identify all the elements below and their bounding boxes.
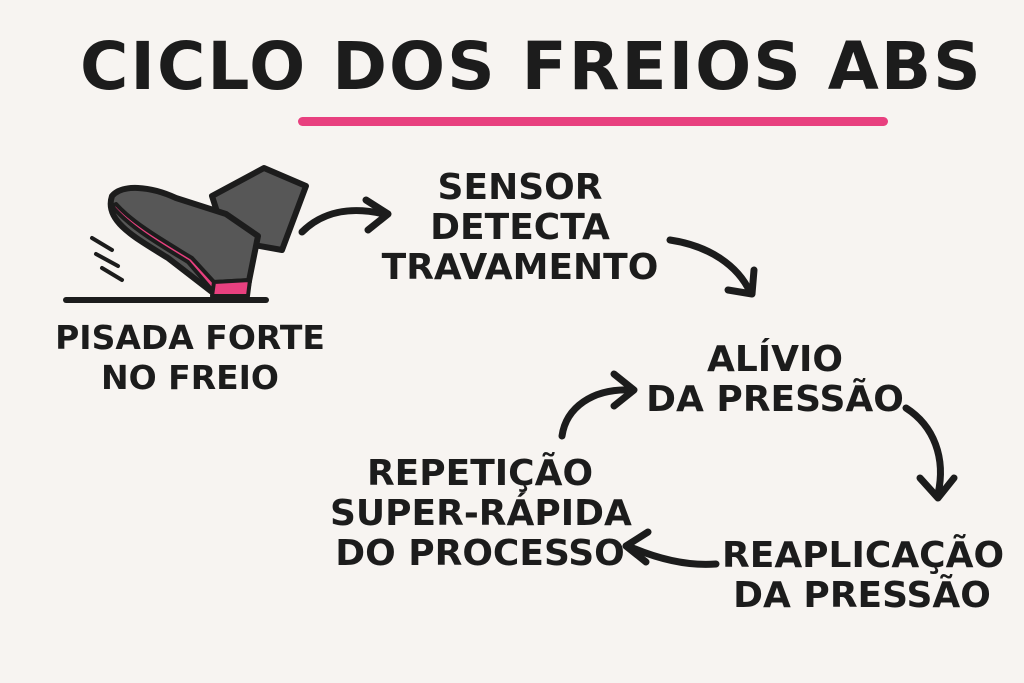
step-line: NO FREIO <box>101 358 279 397</box>
step-line: DETECTA <box>430 207 610 248</box>
step-line: ALÍVIO <box>706 339 844 380</box>
step-line: DA PRESSÃO <box>733 575 991 616</box>
step-sensor-detecta: SENSOR DETECTA TRAVAMENTO <box>380 168 660 288</box>
step-line: SENSOR <box>437 167 603 208</box>
step-line: DA PRESSÃO <box>646 379 904 420</box>
step-line: DO PROCESSO <box>335 533 625 574</box>
step-line: SUPER-RÁPIDA <box>330 493 632 534</box>
step-pisada-forte: PISADA FORTE NO FREIO <box>40 318 340 398</box>
step-line: REPETIÇÃO <box>366 453 594 494</box>
arrow-5-to-3 <box>558 370 638 440</box>
motion-lines <box>90 236 124 282</box>
step-line: REAPLICAÇÃO <box>722 535 1005 576</box>
arrow-2-to-3 <box>666 236 758 298</box>
title-underline <box>298 117 888 126</box>
step-repeticao-processo: REPETIÇÃO SUPER-RÁPIDA DO PROCESSO <box>330 453 632 574</box>
shoe-heel <box>210 278 252 298</box>
step-reaplicacao-pressao: REAPLICAÇÃO DA PRESSÃO <box>722 535 1005 616</box>
step-line: PISADA FORTE <box>55 318 325 357</box>
step-line: TRAVAMENTO <box>381 247 659 288</box>
arrow-3-to-4 <box>902 404 958 502</box>
arrow-4-to-5 <box>622 528 720 568</box>
arrow-1-to-2 <box>298 196 392 236</box>
shoe-pressing-pedal-icon <box>63 165 309 303</box>
step-alivio-pressao: ALÍVIO DA PRESSÃO <box>640 340 910 420</box>
diagram-title: CICLO DOS FREIOS ABS <box>80 28 983 105</box>
